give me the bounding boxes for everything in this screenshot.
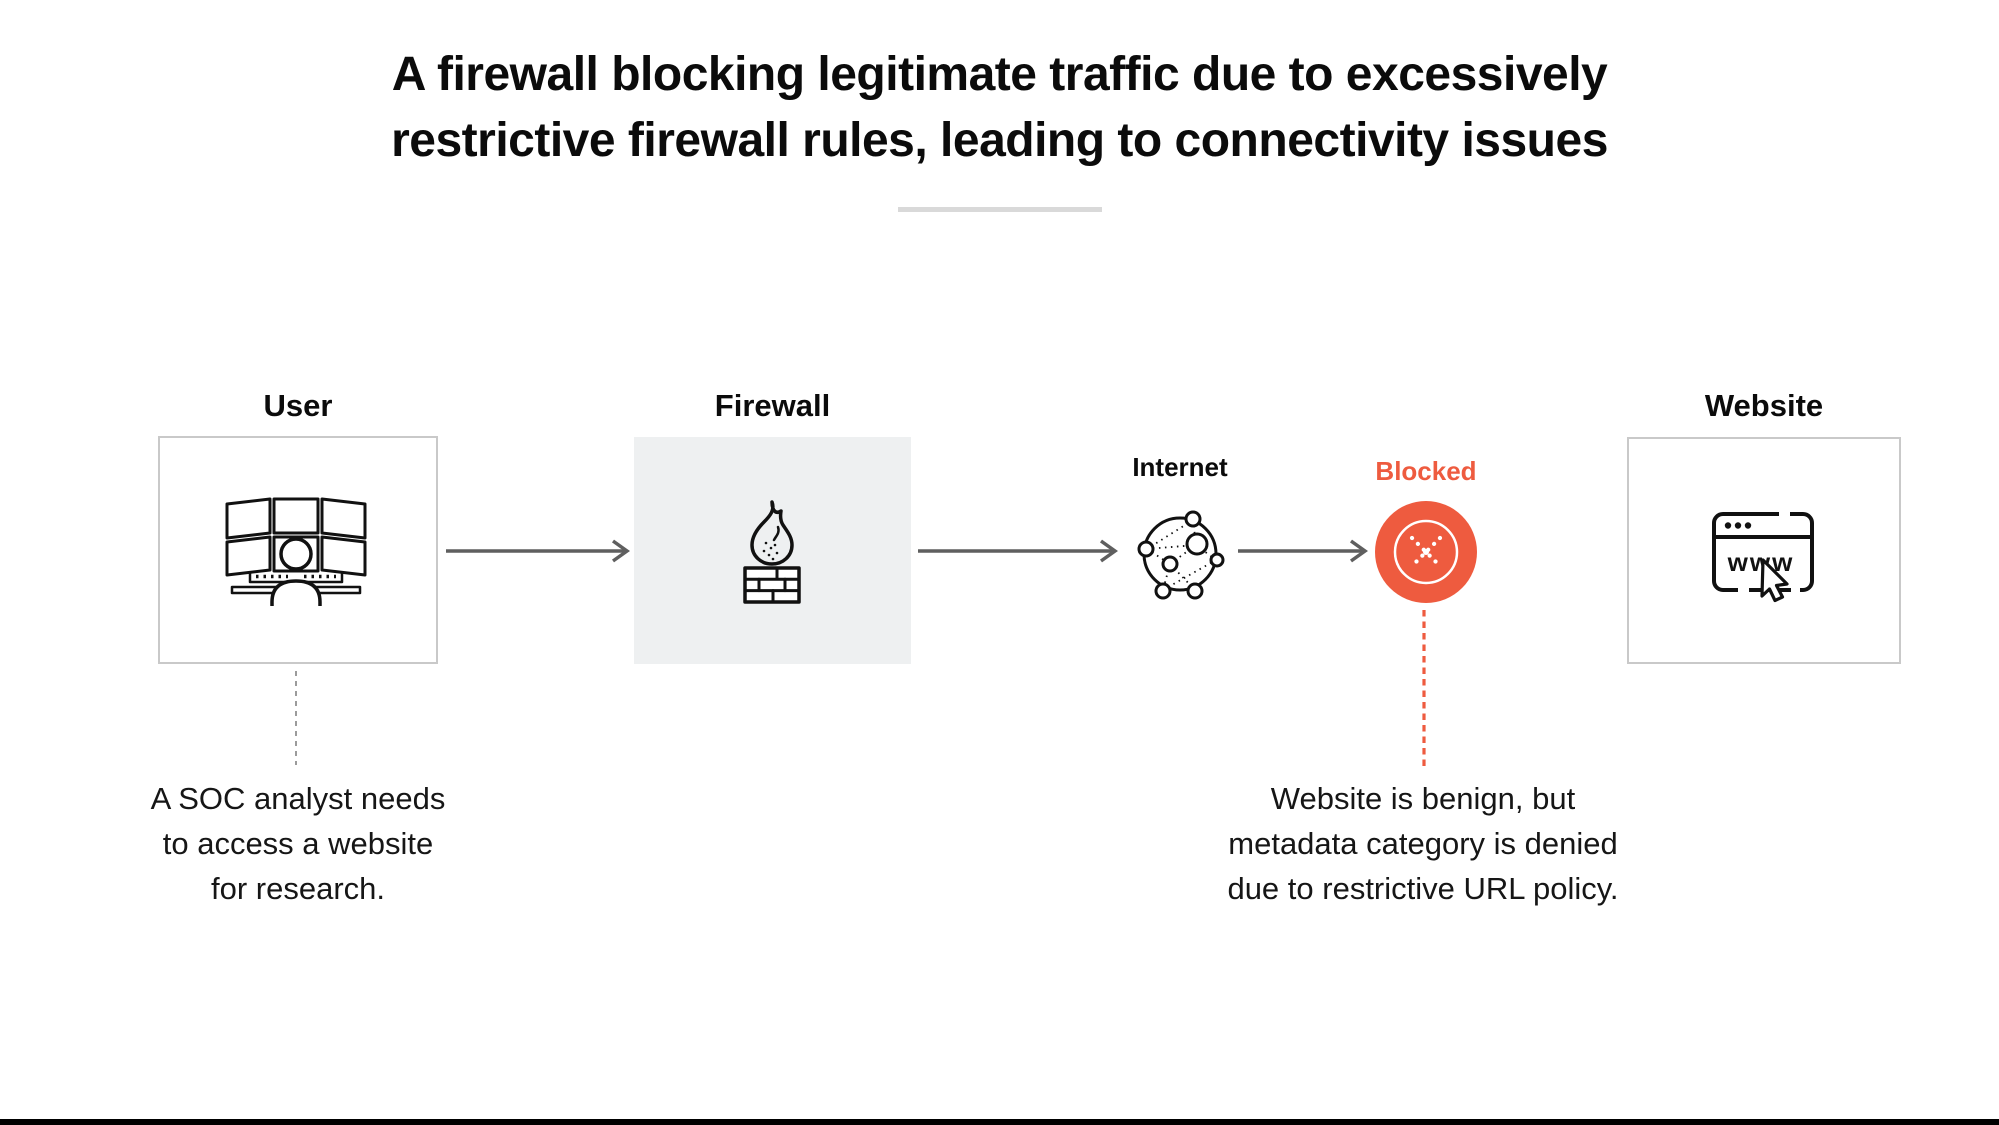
website-label: Website bbox=[1704, 388, 1824, 423]
blocked-x-circle-icon bbox=[1375, 501, 1477, 603]
user-caption-dashed-connector bbox=[295, 671, 297, 765]
network-globe-icon bbox=[1137, 510, 1225, 600]
cursor-arrow-icon bbox=[1760, 558, 1789, 603]
firewall-label: Firewall bbox=[714, 388, 831, 423]
arrow-internet-to-blocked bbox=[1238, 539, 1368, 563]
browser-window-icon: www bbox=[1712, 511, 1814, 603]
blocked-label: Blocked bbox=[1375, 456, 1477, 486]
firewall-node-box bbox=[634, 437, 911, 664]
arrow-firewall-to-internet bbox=[918, 539, 1118, 563]
user-label: User bbox=[263, 388, 333, 423]
website-node-box bbox=[1627, 437, 1901, 664]
diagram-title: A firewall blocking legitimate traffic d… bbox=[391, 48, 1608, 167]
user-caption: A SOC analyst needs to access a website … bbox=[150, 781, 446, 906]
arrow-user-to-firewall bbox=[446, 539, 630, 563]
bottom-border-bar bbox=[0, 1119, 1999, 1125]
internet-label: Internet bbox=[1132, 452, 1228, 482]
blocked-caption-dashed-connector bbox=[1422, 610, 1426, 770]
workstation-icon bbox=[225, 497, 367, 606]
title-divider bbox=[898, 207, 1102, 212]
flame-brick-wall-icon bbox=[743, 500, 801, 604]
blocked-caption: Website is benign, but metadata category… bbox=[1227, 781, 1619, 906]
browser-www-text: www bbox=[1727, 547, 1795, 577]
